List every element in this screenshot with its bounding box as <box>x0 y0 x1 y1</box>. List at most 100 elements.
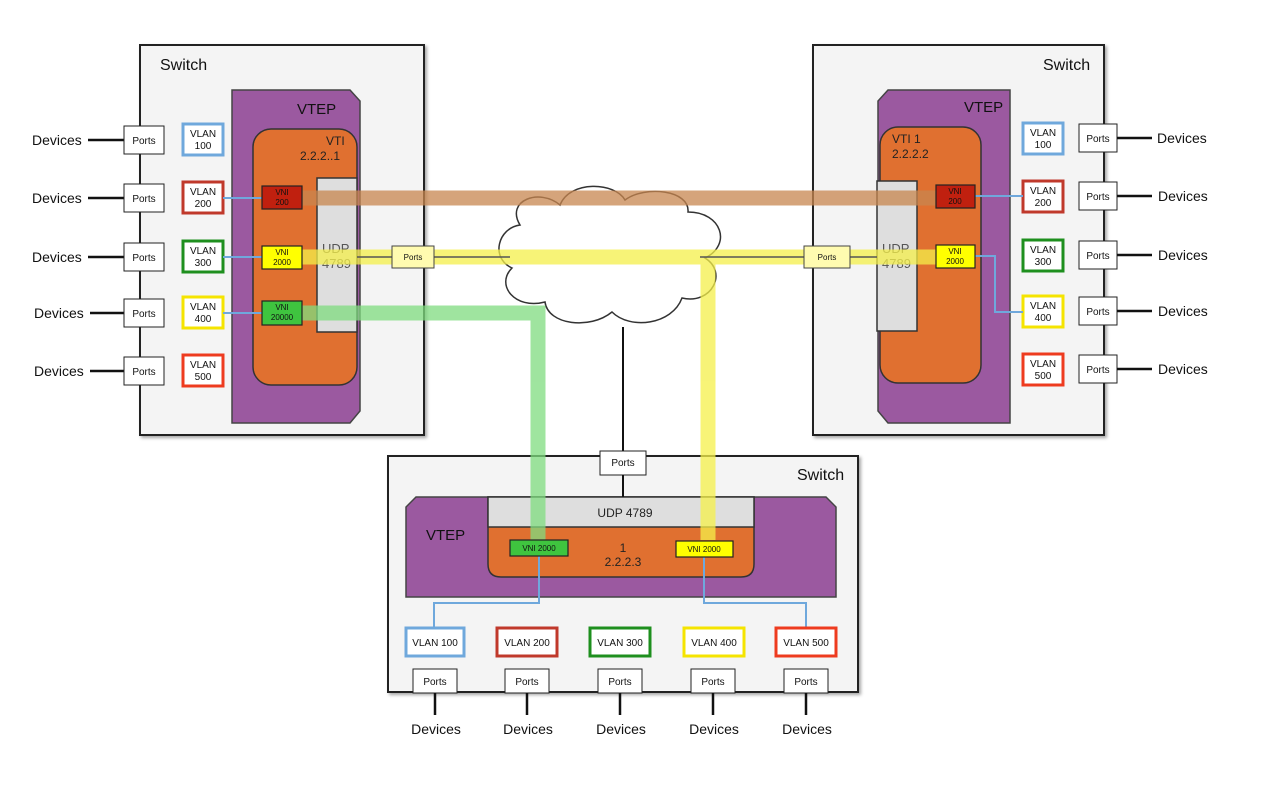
ports-left-uplink: Ports <box>391 245 435 269</box>
switch-bottom: Switch VTEP UDP 4789 1 2.2.2.3 Ports VLA… <box>387 327 859 737</box>
vlan-100-label: VLAN 100 <box>412 638 458 649</box>
vlan-200-label: VLAN 200 <box>504 638 550 649</box>
tunnel-vni-20000-bottom <box>283 305 546 540</box>
ports-box <box>412 668 458 694</box>
ports-label: Ports <box>794 677 817 688</box>
vti-left-name: VTI <box>326 134 345 148</box>
ports-label: Ports <box>611 458 634 469</box>
devices-label: Devices <box>782 721 832 737</box>
vni-2000-label: VNI 2000 <box>687 545 721 554</box>
ports-label: Ports <box>701 677 724 688</box>
ports-label: Ports <box>132 367 155 378</box>
switch-right: Switch VTEP VTI 1 2.2.2.2 UDP 4789 VLAN … <box>812 44 1208 436</box>
vlan-500-box <box>181 353 225 388</box>
ports-box <box>123 242 165 272</box>
left-row-4: Devices Ports VLAN 400 <box>34 295 225 330</box>
devices-label: Devices <box>32 249 82 265</box>
vni-2000-label: VNI <box>275 248 288 257</box>
vlan-300-box <box>1021 238 1065 273</box>
ports-label: Ports <box>818 253 837 262</box>
left-row-1: Devices Ports VLAN 100 <box>32 122 225 157</box>
ports-label: Ports <box>1086 192 1109 203</box>
ports-box <box>1078 354 1118 384</box>
vlan-500-box <box>1021 352 1065 387</box>
devices-label: Devices <box>503 721 553 737</box>
vlan-100-box <box>181 122 225 157</box>
ports-label: Ports <box>1086 134 1109 145</box>
vni-20000-id: 20000 <box>271 313 294 322</box>
devices-label: Devices <box>34 363 84 379</box>
devices-label: Devices <box>689 721 739 737</box>
vni-2000-id: 2000 <box>273 258 291 267</box>
vlan-200-box <box>1021 179 1065 214</box>
ports-box <box>123 183 165 213</box>
vti-bottom-name: 1 <box>620 541 627 555</box>
bottom-col-5: VLAN 500 Ports Devices <box>774 626 838 737</box>
vlan-400-id: 400 <box>1035 313 1052 324</box>
ports-box <box>123 356 165 386</box>
bottom-col-2: VLAN 200 Ports Devices <box>495 626 559 737</box>
right-row-1: VLAN 100 Ports Devices <box>1021 121 1207 156</box>
vtep-bottom-label: VTEP <box>426 527 465 544</box>
ports-label: Ports <box>1086 251 1109 262</box>
ports-label: Ports <box>132 253 155 264</box>
devices-label: Devices <box>32 190 82 206</box>
vlan-500-box <box>774 626 838 658</box>
vlan-200-id: 200 <box>195 199 212 210</box>
vlan-100-id: 100 <box>195 141 212 152</box>
ports-label: Ports <box>132 136 155 147</box>
devices-label: Devices <box>34 305 84 321</box>
vlan-400-label: VLAN 400 <box>691 638 737 649</box>
vlan-500-label: VLAN <box>1030 359 1056 370</box>
devices-label: Devices <box>596 721 646 737</box>
vni-200-id: 200 <box>948 197 962 206</box>
ports-label: Ports <box>423 677 446 688</box>
ports-box <box>1078 123 1118 153</box>
udp-bottom-label: UDP 4789 <box>597 506 652 520</box>
switch-right-label: Switch <box>1043 57 1090 74</box>
devices-label: Devices <box>32 132 82 148</box>
vlan-400-box <box>682 626 746 658</box>
vni-2000-id: 2000 <box>946 257 964 266</box>
switch-bottom-label: Switch <box>797 467 844 484</box>
right-row-2: VLAN 200 Ports Devices <box>1021 179 1208 214</box>
vtep-right-label: VTEP <box>964 99 1003 116</box>
left-vni-20000: VNI 20000 <box>261 300 303 326</box>
devices-label: Devices <box>411 721 461 737</box>
vti-right-ip: 2.2.2.2 <box>892 147 929 161</box>
vlan-200-label: VLAN <box>190 187 216 198</box>
bottom-col-3: VLAN 300 Ports Devices <box>588 626 652 737</box>
ports-label: Ports <box>132 309 155 320</box>
vlan-300-id: 300 <box>1035 257 1052 268</box>
vtep-left-label: VTEP <box>297 101 336 118</box>
vlan-400-label: VLAN <box>1030 301 1056 312</box>
devices-label: Devices <box>1158 188 1208 204</box>
right-row-4: VLAN 400 Ports Devices <box>1021 294 1208 329</box>
ports-label: Ports <box>404 253 423 262</box>
ports-label: Ports <box>132 194 155 205</box>
ports-box <box>504 668 550 694</box>
ports-label: Ports <box>608 677 631 688</box>
vlan-200-box <box>495 626 559 658</box>
vti-bottom-ip: 2.2.2.3 <box>605 555 642 569</box>
ports-label: Ports <box>1086 365 1109 376</box>
ports-box-uplink <box>599 450 647 476</box>
ports-box <box>783 668 829 694</box>
vlan-500-id: 500 <box>195 372 212 383</box>
devices-label: Devices <box>1158 247 1208 263</box>
vni-2000-label: VNI <box>948 247 961 256</box>
switch-left: Switch VTEP VTI 2.2.2..1 UDP 4789 Device… <box>32 44 425 436</box>
devices-label: Devices <box>1158 361 1208 377</box>
vlan-200-label: VLAN <box>1030 186 1056 197</box>
vlan-300-box <box>588 626 652 658</box>
devices-label: Devices <box>1158 303 1208 319</box>
right-vni-200: VNI 200 <box>935 184 976 209</box>
right-vni-2000: VNI 2000 <box>935 244 976 269</box>
ports-box <box>123 125 165 155</box>
vlan-200-box <box>181 180 225 215</box>
vlan-400-box <box>1021 294 1065 329</box>
vlan-400-id: 400 <box>195 314 212 325</box>
bottom-col-4: VLAN 400 Ports Devices <box>682 626 746 737</box>
bottom-vni-yellow: VNI 2000 <box>675 540 734 558</box>
